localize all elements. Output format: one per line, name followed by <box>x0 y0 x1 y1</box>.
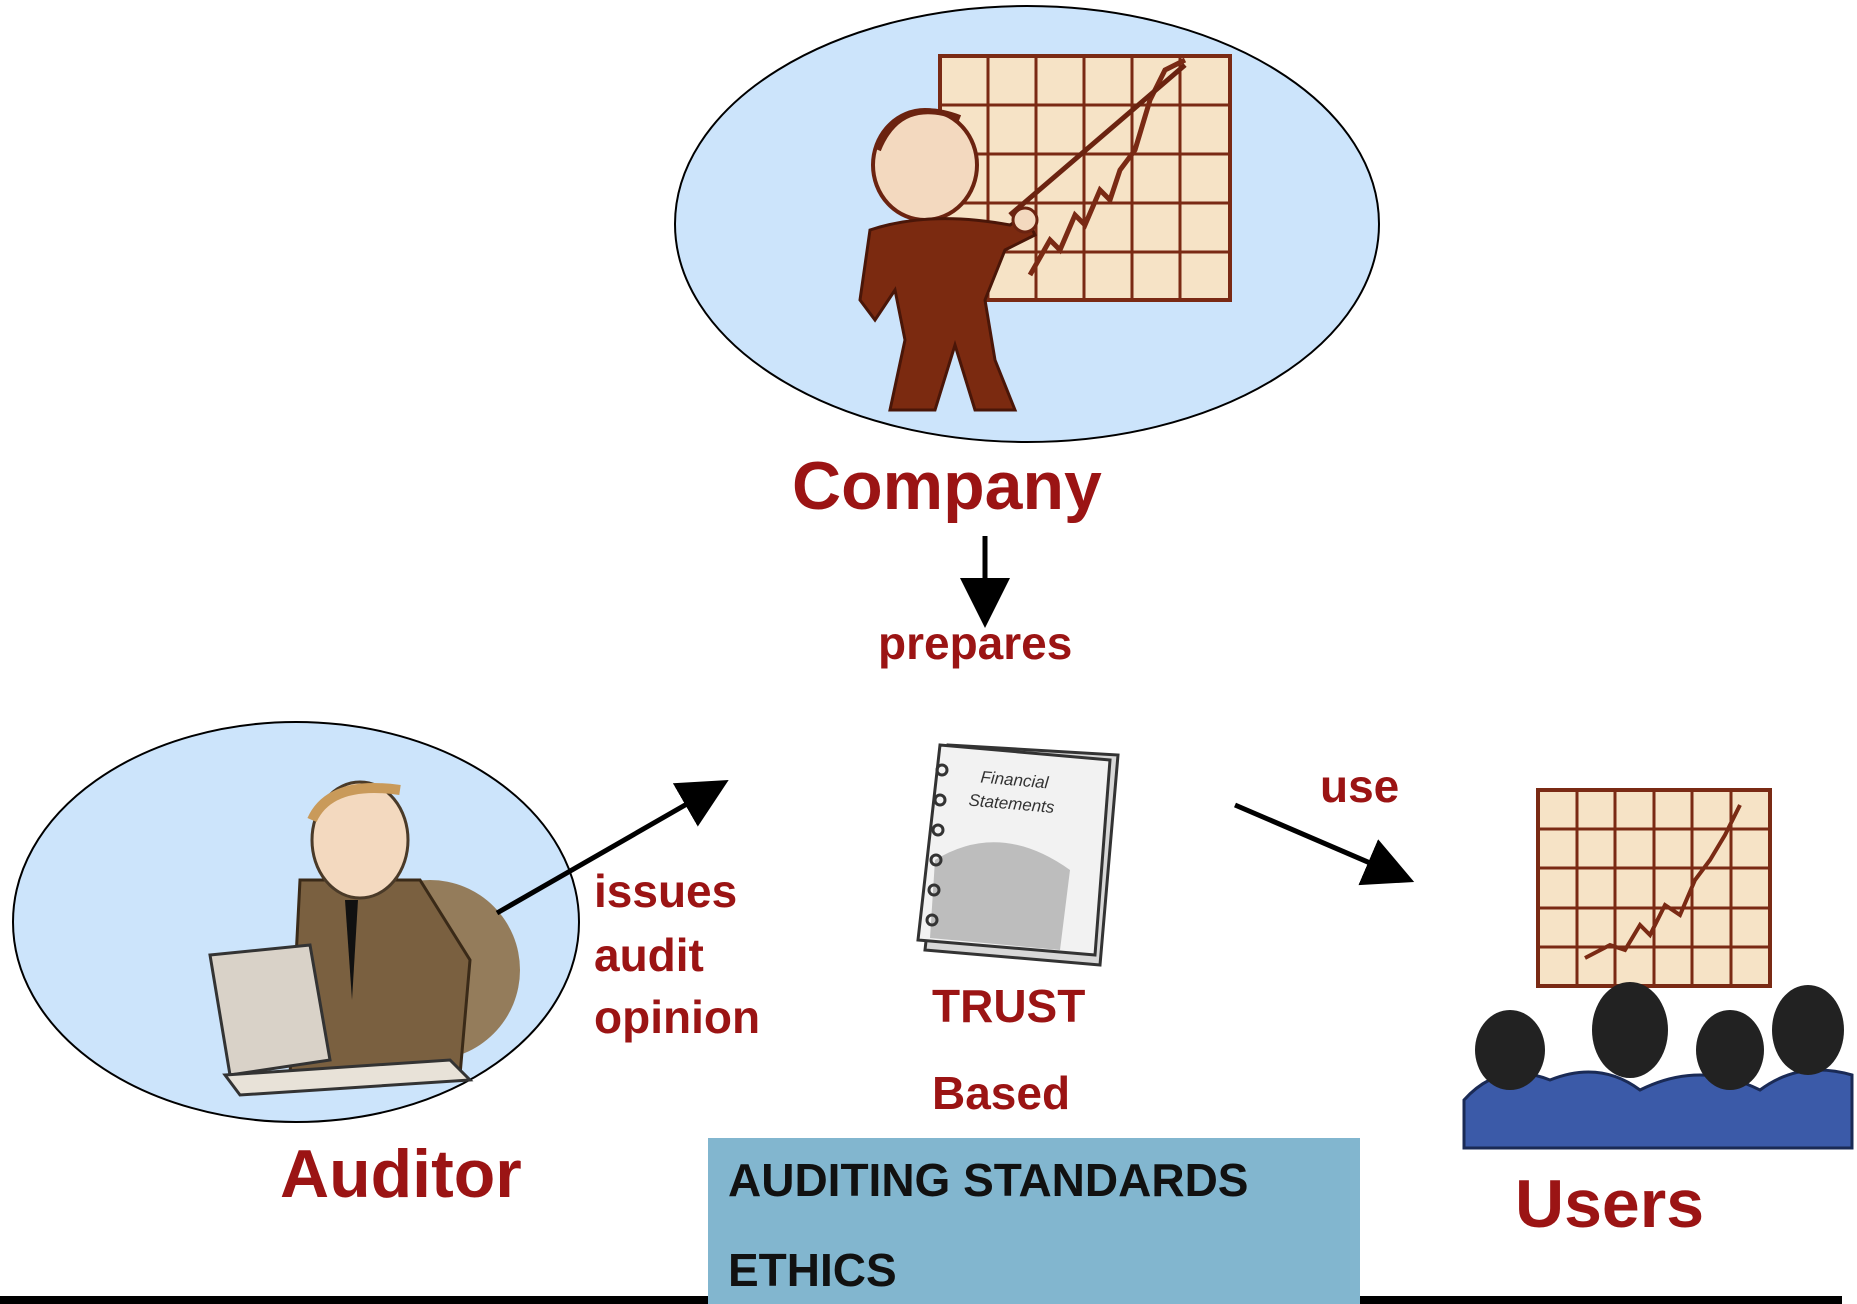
presenter-figure-icon <box>858 108 1039 412</box>
issues-label-line1: issues <box>594 865 738 917</box>
foundation-box: AUDITING STANDARDS ETHICS <box>708 1138 1360 1304</box>
issues-label-line3: opinion <box>594 991 761 1043</box>
auditor-label: Auditor <box>280 1136 522 1212</box>
audience-users-icon <box>1462 982 1854 1150</box>
company-chart-icon <box>938 54 1232 302</box>
financial-statements-book-icon: Financial Statements <box>916 743 1120 967</box>
ethics-label: ETHICS <box>728 1244 897 1296</box>
users-label: Users <box>1515 1166 1705 1242</box>
prepares-label: prepares <box>878 617 1073 669</box>
users-use-arrow <box>1234 802 1415 886</box>
auditor-issue-arrow <box>495 780 729 916</box>
users-chart-icon <box>1536 788 1772 988</box>
based-label: Based <box>932 1067 1071 1119</box>
auditing-standards-label: AUDITING STANDARDS <box>728 1154 1249 1206</box>
auditor-figure-icon <box>208 780 520 1097</box>
trust-label: TRUST <box>932 980 1086 1032</box>
company-label: Company <box>792 448 1102 524</box>
issues-label-line2: audit <box>594 929 704 981</box>
use-label: use <box>1320 760 1400 812</box>
